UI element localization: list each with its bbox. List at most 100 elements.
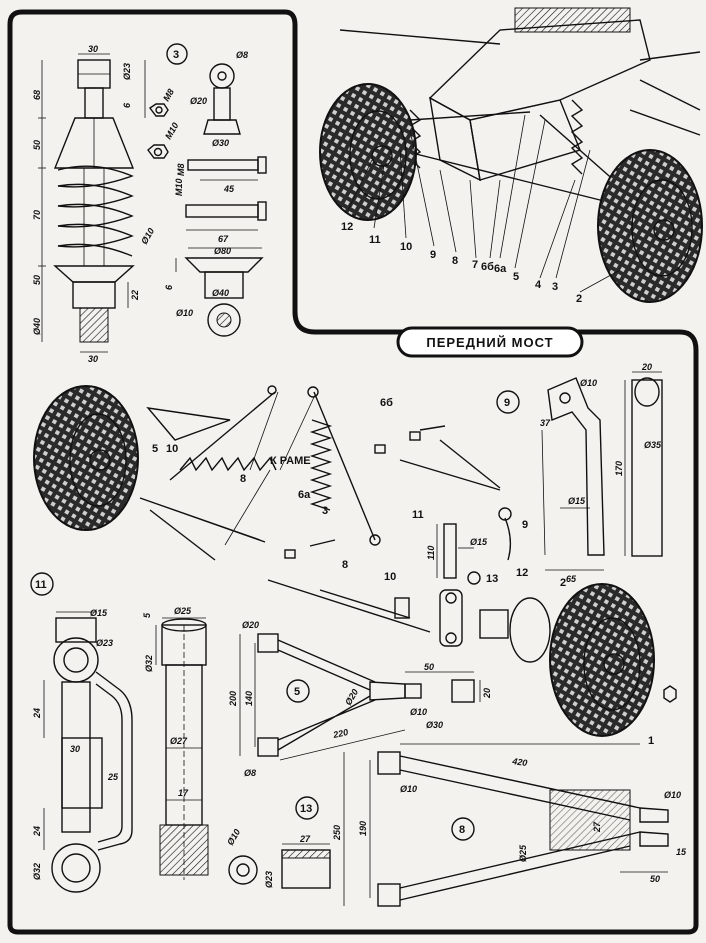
dim-p5-dia-10: Ø10 bbox=[410, 707, 427, 717]
callout-top-4: 4 bbox=[535, 279, 542, 291]
callout-exp-8b: 8 bbox=[342, 559, 348, 571]
eye-bracket-detail bbox=[175, 63, 267, 337]
dim-p8-50: 50 bbox=[650, 874, 660, 884]
dim-p11-5: 5 bbox=[142, 612, 152, 618]
dim-shock-rod: Ø10 bbox=[139, 226, 156, 246]
dim-p11-dia-15: Ø15 bbox=[90, 608, 108, 618]
dim-shock-68: 68 bbox=[32, 90, 42, 100]
badge-13 bbox=[295, 796, 319, 820]
part-9-detail bbox=[541, 371, 663, 571]
dim-shock-base-dia: Ø40 bbox=[32, 318, 42, 335]
callout-top-5: 5 bbox=[513, 271, 519, 283]
callout-top-8: 8 bbox=[452, 255, 458, 267]
dim-p8-190: 190 bbox=[358, 821, 368, 836]
callout-exp-10a: 10 bbox=[166, 443, 178, 455]
dim-p9-dia-15: Ø15 bbox=[568, 496, 586, 506]
badge-9 bbox=[496, 390, 520, 414]
dim-shock-base-width: 30 bbox=[88, 354, 98, 364]
dim-shock-top-width: 30 bbox=[88, 44, 98, 54]
dim-nut-m10: М10 bbox=[163, 121, 180, 141]
shock-absorber-detail bbox=[38, 53, 146, 353]
dim-p11-24-upper: 24 bbox=[32, 708, 42, 719]
dim-p9-dia-10: Ø10 bbox=[580, 378, 597, 388]
callout-top-9: 9 bbox=[430, 249, 436, 261]
callout-top-7: 7 bbox=[472, 259, 478, 271]
dim-p9-65: 65 bbox=[566, 574, 577, 584]
dim-eye-dia-30: Ø30 bbox=[212, 138, 229, 148]
callout-top-11: 11 bbox=[369, 234, 381, 246]
dim-bolt-45: 45 bbox=[223, 184, 235, 194]
badge-8 bbox=[451, 817, 475, 841]
nut-m10 bbox=[147, 144, 169, 159]
dim-p8-250: 250 bbox=[332, 825, 342, 841]
badge-8-label: 8 bbox=[459, 824, 465, 836]
callout-top-2: 2 bbox=[576, 293, 582, 305]
dim-p11-dia-23: Ø23 bbox=[96, 638, 113, 648]
dim-shock-50-upper: 50 bbox=[32, 140, 42, 150]
dim-bolt-m10: М10 bbox=[174, 178, 184, 196]
callout-exp-12: 12 bbox=[516, 567, 528, 579]
dim-p13-dia-23: Ø23 bbox=[264, 871, 274, 888]
badge-13-label: 13 bbox=[300, 803, 312, 815]
dim-p5-220: 220 bbox=[331, 727, 349, 740]
dim-bolt-m8: М8 bbox=[176, 163, 186, 176]
dim-cup-6: 6 bbox=[164, 284, 174, 290]
callout-top-10: 10 bbox=[400, 241, 412, 253]
dim-p11-17: 17 bbox=[178, 788, 189, 798]
callout-exp-2: 2 bbox=[560, 577, 566, 589]
dim-nut-m8: М8 bbox=[161, 87, 176, 103]
dim-p11-24-lower: 24 bbox=[32, 826, 42, 837]
title-banner-text: ПЕРЕДНИЙ МОСТ bbox=[426, 335, 553, 350]
dim-p8-15: 15 bbox=[676, 847, 687, 857]
badge-9-label: 9 bbox=[504, 397, 510, 409]
dim-p11-dia-32-side: Ø32 bbox=[144, 655, 154, 672]
dim-p9-dia-35: Ø35 bbox=[644, 440, 662, 450]
callout-exp-9: 9 bbox=[522, 519, 528, 531]
dim-p11-30: 30 bbox=[70, 744, 80, 754]
badge-5 bbox=[286, 679, 310, 703]
nut-m8 bbox=[148, 103, 169, 117]
dim-shock-50-lower: 50 bbox=[32, 275, 42, 285]
dim-eye-dia-20: Ø20 bbox=[190, 96, 207, 106]
dim-p9-170: 170 bbox=[614, 461, 624, 476]
callout-exp-6a: 6а bbox=[298, 489, 311, 501]
callout-exp-5: 5 bbox=[152, 443, 158, 455]
badge-11 bbox=[30, 572, 54, 596]
dim-cup-dia-80: Ø80 bbox=[214, 246, 231, 256]
dim-eye-dia-8: Ø8 bbox=[236, 50, 248, 60]
dim-shock-22: 22 bbox=[130, 290, 140, 301]
callout-exp-6b: 6б bbox=[380, 397, 393, 409]
title-banner bbox=[396, 326, 584, 358]
callout-top-6b: 6б bbox=[481, 261, 494, 273]
dim-p5-20: 20 bbox=[482, 688, 492, 699]
dim-p5-200: 200 bbox=[228, 691, 238, 707]
dim-p8-420: 420 bbox=[511, 756, 528, 768]
badge-3-label: 3 bbox=[173, 49, 179, 61]
callout-exp-10b: 10 bbox=[384, 571, 396, 583]
exploded-view bbox=[33, 385, 677, 737]
callout-top-3: 3 bbox=[552, 281, 558, 293]
dim-p5-140: 140 bbox=[244, 691, 254, 706]
dim-p9-20: 20 bbox=[641, 362, 652, 372]
dim-shock-6: 6 bbox=[122, 102, 132, 108]
dim-p5-dia-8: Ø8 bbox=[244, 768, 256, 778]
dim-p13-27: 27 bbox=[299, 834, 311, 844]
dim-p8-dia-25: Ø25 bbox=[518, 844, 528, 862]
callout-top-6a: 6а bbox=[494, 263, 507, 275]
dim-p11-25: 25 bbox=[107, 772, 119, 782]
dim-p9-37: 37 bbox=[540, 418, 551, 428]
assembled-axle-view bbox=[319, 7, 703, 303]
dim-cup-dia-10: Ø10 bbox=[176, 308, 193, 318]
dim-p8-dia-10-left: Ø10 bbox=[400, 784, 417, 794]
dim-p11-dia-32-lower: Ø32 bbox=[32, 863, 42, 880]
dim-p11-dia-25: Ø25 bbox=[174, 606, 192, 616]
dim-shock-eye-dia: Ø23 bbox=[122, 63, 132, 80]
badge-3 bbox=[166, 43, 188, 65]
dim-p13-dia-10: Ø10 bbox=[225, 827, 242, 847]
part-5-detail bbox=[239, 633, 481, 761]
callout-top-12: 12 bbox=[341, 221, 353, 233]
part-13-detail bbox=[228, 843, 331, 889]
dim-p8-dia-10-right: Ø10 bbox=[664, 790, 681, 800]
callout-exp-8a: 8 bbox=[240, 473, 246, 485]
